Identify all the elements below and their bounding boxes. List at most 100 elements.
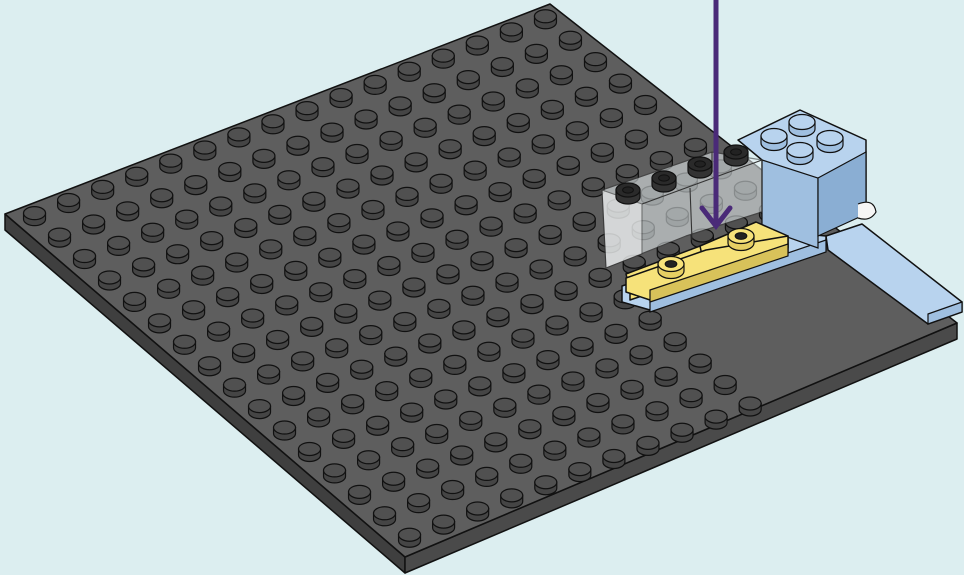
baseplate-stud: [571, 337, 593, 356]
baseplate-stud: [548, 191, 570, 210]
baseplate-stud: [346, 145, 368, 164]
baseplate-stud: [739, 397, 761, 416]
baseplate-stud: [426, 425, 448, 444]
baseplate-stud: [174, 335, 196, 354]
baseplate-stud: [575, 87, 597, 106]
baseplate-stud: [600, 109, 622, 128]
baseplate-stud: [521, 295, 543, 314]
baseplate-stud: [603, 449, 625, 468]
baseplate-stud: [553, 407, 575, 426]
baseplate-stud: [664, 333, 686, 352]
baseplate-stud: [262, 115, 284, 134]
baseplate-stud: [562, 372, 584, 391]
baseplate-stud: [351, 360, 373, 379]
baseplate-stud: [503, 364, 525, 383]
baseplate-stud: [242, 309, 264, 328]
baseplate-stud: [183, 301, 205, 320]
baseplate-stud: [92, 180, 114, 199]
baseplate-stud: [534, 10, 556, 29]
baseplate-stud: [267, 330, 289, 349]
baseplate-stud: [496, 273, 518, 292]
baseplate-stud: [605, 324, 627, 343]
baseplate-stud: [512, 329, 534, 348]
baseplate-stud: [401, 403, 423, 422]
baseplate-stud: [414, 118, 436, 137]
baseplate-stud: [464, 161, 486, 180]
baseplate-stud: [319, 248, 341, 267]
baseplate-stud: [473, 127, 495, 146]
clear-brick-stud: [652, 171, 676, 192]
baseplate-stud: [226, 253, 248, 272]
baseplate-stud: [126, 167, 148, 186]
baseplate-stud: [412, 243, 434, 262]
baseplate-stud: [328, 214, 350, 233]
baseplate-stud: [330, 89, 352, 108]
baseplate-stud: [392, 438, 414, 457]
baseplate-stud: [476, 467, 498, 486]
baseplate-stud: [292, 352, 314, 371]
baseplate-stud: [326, 339, 348, 358]
baseplate-stud: [260, 240, 282, 259]
baseplate-stud: [419, 334, 441, 353]
baseplate-stud: [324, 464, 346, 483]
baseplate-stud: [233, 344, 255, 363]
baseplate-stud: [258, 365, 280, 384]
baseplate-stud: [689, 354, 711, 373]
baseplate-stud: [228, 128, 250, 147]
baseplate-stud: [251, 274, 273, 293]
baseplate-stud: [507, 113, 529, 132]
baseplate-stud: [269, 205, 291, 224]
baseplate-stud: [301, 317, 323, 336]
baseplate-stud: [151, 189, 173, 208]
baseplate-stud: [485, 433, 507, 452]
baseplate-stud: [559, 31, 581, 50]
baseplate-stud: [453, 321, 475, 340]
baseplate-stud: [471, 252, 493, 271]
baseplate-stud: [219, 162, 241, 181]
baseplate-stud: [430, 174, 452, 193]
baseplate-stud: [637, 436, 659, 455]
baseplate-stud: [478, 342, 500, 361]
baseplate-stud: [378, 257, 400, 276]
baseplate-stud: [296, 102, 318, 121]
clear-brick-stud: [688, 157, 712, 178]
baseplate-stud: [194, 141, 216, 160]
baseplate-stud: [428, 299, 450, 318]
baseplate-stud: [358, 451, 380, 470]
baseplate-stud: [294, 227, 316, 246]
baseplate-stud: [83, 215, 105, 234]
baseplate-stud: [117, 202, 139, 221]
baseplate-stud: [317, 373, 339, 392]
baseplate-stud: [523, 169, 545, 188]
baseplate-stud: [448, 105, 470, 124]
baseplate-stud: [580, 303, 602, 322]
baseplate-stud: [487, 308, 509, 327]
baseplate-stud: [467, 502, 489, 521]
baseplate-stud: [321, 123, 343, 142]
baseplate-stud: [510, 454, 532, 473]
baseplate-stud: [546, 316, 568, 335]
baseplate-stud: [489, 183, 511, 202]
baseplate-stud: [646, 402, 668, 421]
small-clip: [858, 202, 876, 219]
baseplate-stud: [555, 281, 577, 300]
baseplate-stud: [235, 218, 257, 237]
baseplate-stud: [423, 84, 445, 103]
baseplate-stud: [176, 210, 198, 229]
baseplate-stud: [208, 322, 230, 341]
baseplate-stud: [410, 369, 432, 388]
baseplate-stud: [369, 291, 391, 310]
baseplate-stud: [244, 184, 266, 203]
baseplate-stud: [655, 367, 677, 386]
baseplate-stud: [435, 390, 457, 409]
baseplate-stud: [396, 187, 418, 206]
baseplate-stud: [469, 377, 491, 396]
baseplate-stud: [516, 79, 538, 98]
baseplate-stud: [133, 258, 155, 277]
blue-brick-stud: [787, 143, 813, 165]
blue-brick-stud: [789, 115, 815, 137]
baseplate-stud: [444, 355, 466, 374]
baseplate-stud: [383, 472, 405, 491]
baseplate-stud: [519, 420, 541, 439]
baseplate-stud: [201, 232, 223, 251]
